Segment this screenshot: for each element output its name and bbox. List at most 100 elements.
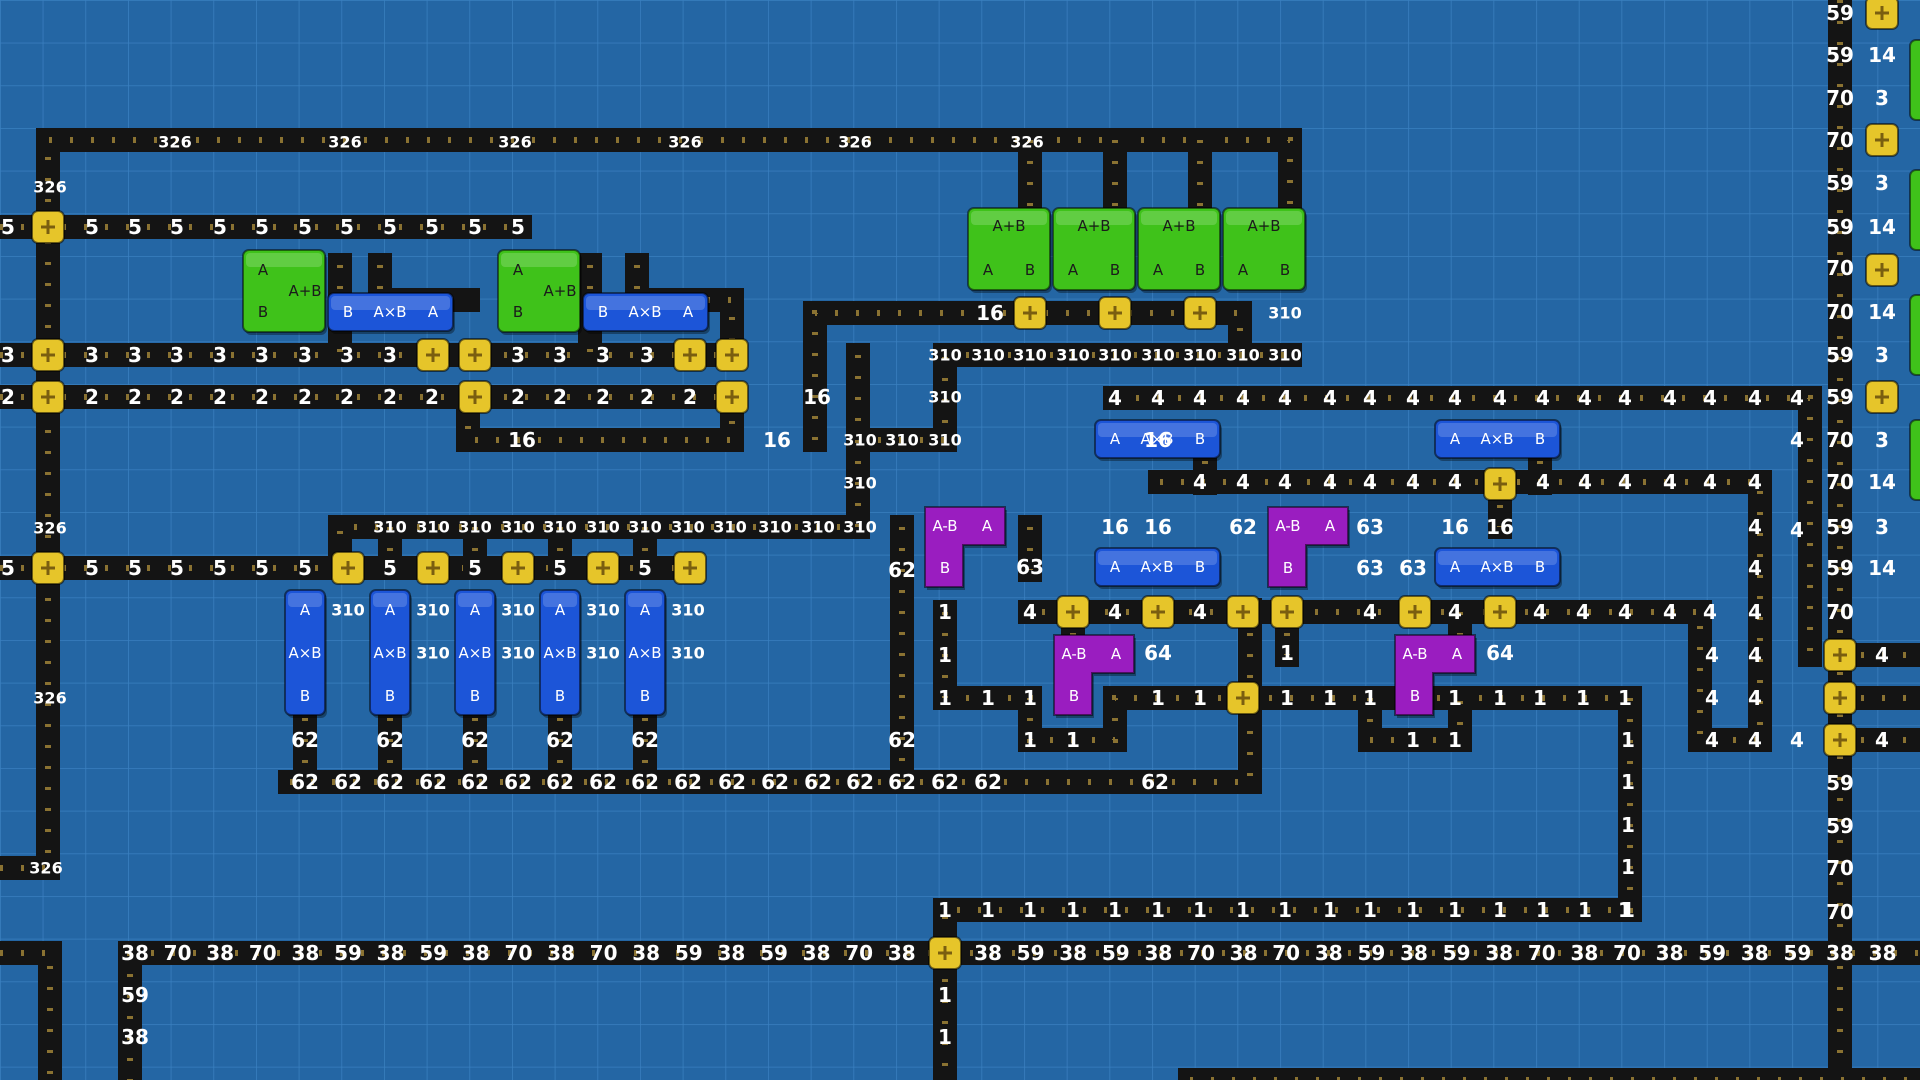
belt-value-label: 4 — [1703, 600, 1717, 624]
port-label: A — [1238, 261, 1249, 279]
belt-value-label: 310 — [543, 518, 576, 537]
belt-value-label: 326 — [328, 133, 361, 152]
subtractor-body — [1267, 506, 1349, 588]
belt-value-label: 326 — [668, 133, 701, 152]
belt-direction-marks — [1115, 395, 1813, 655]
belt-value-label: 5 — [468, 556, 482, 580]
belt-value-label: 310 — [1268, 304, 1301, 323]
port-label: A — [470, 601, 481, 619]
port-label: B — [1535, 558, 1545, 576]
subtractor-body — [924, 506, 1006, 588]
multiplier-block-body — [1094, 547, 1221, 587]
belt-value-label: 4 — [1363, 470, 1377, 494]
belt-value-label: 62 — [589, 770, 617, 794]
operator-label: A+B — [1247, 217, 1280, 235]
belt-value-label: 5 — [340, 215, 354, 239]
operator-label: A×B — [1140, 558, 1173, 576]
belt-value-label: 3 — [553, 343, 567, 367]
adder-block: ABA+B — [242, 249, 327, 335]
belt-value-label: 38 — [121, 941, 149, 965]
belt-value-label: 62 — [931, 770, 959, 794]
belt-value-label: 1 — [1323, 898, 1337, 922]
junction-icon — [715, 380, 749, 414]
port-label: A — [1111, 645, 1122, 663]
belt-value-label: 4 — [1533, 600, 1547, 624]
multiplier-block-body — [454, 589, 496, 716]
belt-value-label: 3 — [1875, 515, 1889, 539]
belt-value-label: 2 — [640, 385, 654, 409]
belt-value-label: 62 — [888, 728, 916, 752]
belt-segment — [0, 941, 62, 1080]
adder-block-body — [497, 249, 581, 333]
operator-label: A-B — [1402, 645, 1427, 663]
belt-value-label: 70 — [1826, 128, 1854, 152]
belt-value-label: 1 — [938, 600, 952, 624]
junction-icon — [1398, 595, 1432, 629]
junction-icon — [416, 338, 450, 372]
belt-value-label: 310 — [1183, 346, 1216, 365]
belt-value-label: 5 — [511, 215, 525, 239]
belt-value-label: 1 — [1621, 770, 1635, 794]
belt-value-label: 38 — [1400, 941, 1428, 965]
belt-value-label: 38 — [1826, 941, 1854, 965]
belt-value-label: 1 — [1363, 898, 1377, 922]
junction-icon — [31, 210, 65, 244]
port-label: B — [1195, 430, 1205, 448]
belt-value-label: 3 — [1, 343, 15, 367]
belt-value-label: 4 — [1748, 728, 1762, 752]
junction-icon — [1823, 723, 1857, 757]
belt-value-label: 326 — [33, 689, 66, 708]
belt-direction-marks — [945, 695, 1250, 743]
belt-value-label: 310 — [416, 601, 449, 620]
belt-value-label: 4 — [1278, 386, 1292, 410]
adder-block-body — [1137, 207, 1221, 291]
belt-value-label: 59 — [1826, 556, 1854, 580]
belt-value-label: 64 — [1486, 641, 1514, 665]
adder-block — [1909, 39, 1920, 121]
belt-value-label: 62 — [504, 770, 532, 794]
port-label: B — [1025, 261, 1035, 279]
belt-value-label: 4 — [1193, 386, 1207, 410]
port-label: A — [1450, 558, 1461, 576]
port-label: A — [1452, 645, 1463, 663]
belt-value-label: 4 — [1663, 600, 1677, 624]
belt-value-label: 70 — [1187, 941, 1215, 965]
port-label: B — [1195, 558, 1205, 576]
belt-value-label: 2 — [683, 385, 697, 409]
operator-label: A×B — [628, 303, 661, 321]
belt-value-label: 1 — [1621, 728, 1635, 752]
operator-label: A×B — [628, 644, 661, 662]
multiplier-block-body — [624, 589, 666, 716]
adder-block — [1909, 169, 1920, 251]
port-label: B — [385, 687, 395, 705]
belt-value-label: 59 — [1698, 941, 1726, 965]
belt-value-label: 4 — [1193, 470, 1207, 494]
port-label: A — [1325, 517, 1336, 535]
belt-value-label: 3 — [1875, 428, 1889, 452]
belt-value-label: 310 — [758, 518, 791, 537]
belt-direction-marks — [812, 310, 1243, 440]
belt-value-label: 70 — [1528, 941, 1556, 965]
belt-value-label: 59 — [1826, 515, 1854, 539]
junction-icon — [1483, 467, 1517, 501]
belt-value-label: 2 — [170, 385, 184, 409]
belt-value-label: 2 — [553, 385, 567, 409]
multiplier-block: AA×BB — [284, 589, 327, 718]
operator-label: A-B — [932, 517, 957, 535]
belt-value-label: 70 — [845, 941, 873, 965]
operator-label: A+B — [288, 282, 321, 300]
belt-value-label: 70 — [1826, 256, 1854, 280]
belt-value-label: 38 — [803, 941, 831, 965]
belt-value-label: 3 — [1875, 171, 1889, 195]
belt-value-label: 59 — [334, 941, 362, 965]
belt-value-label: 59 — [1102, 941, 1130, 965]
belt-direction-marks — [1030, 479, 1763, 743]
belt-value-label: 1 — [1193, 686, 1207, 710]
belt-value-label: 38 — [291, 941, 319, 965]
